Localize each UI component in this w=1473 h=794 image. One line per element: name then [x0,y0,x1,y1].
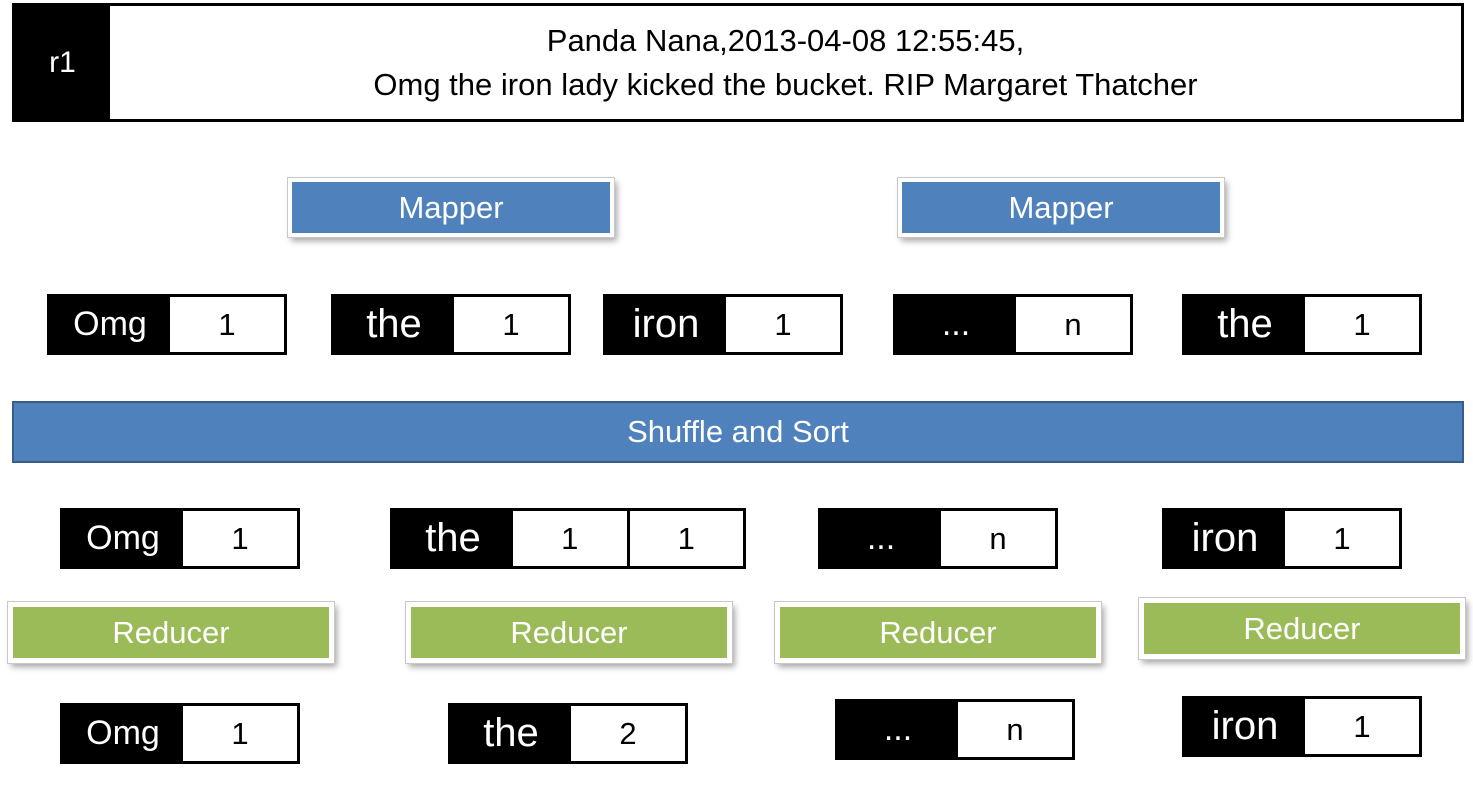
pair-key: Omg [50,297,170,352]
reduce-output-pair: Omg 1 [60,703,300,764]
reducer-box-2: Reducer [405,601,733,664]
pair-key: iron [1185,699,1305,754]
pair-value: 1 [183,511,297,566]
grouped-pair: iron 1 [1162,508,1402,569]
pair-value: n [941,511,1055,566]
pair-value: 1 [183,706,297,761]
pair-value: 1 [1305,297,1419,352]
pair-key: Omg [63,511,183,566]
mapper-box-1: Mapper [287,177,615,238]
record-line-1: Panda Nana,2013-04-08 12:55:45, [546,22,1025,58]
pair-key: the [451,706,571,761]
reducer-box-4: Reducer [1138,597,1466,660]
pair-value: 1 [513,511,627,566]
pair-value: 1 [1305,699,1419,754]
pair-key: the [334,297,454,352]
pair-key: Omg [63,706,183,761]
reduce-output-pair: ... n [835,699,1075,760]
pair-value: n [1016,297,1130,352]
pair-value: 1 [626,511,743,566]
map-output-pair: ... n [893,294,1133,355]
pair-value: 1 [726,297,840,352]
pair-key: iron [1165,511,1285,566]
grouped-pair: the 1 1 [390,508,746,569]
pair-value: 2 [571,706,685,761]
pair-value: n [958,702,1072,757]
pair-value: 1 [170,297,284,352]
reduce-output-pair: the 2 [448,703,688,764]
pair-value: 1 [454,297,568,352]
record-line-2: Omg the iron lady kicked the bucket. RIP… [373,66,1198,102]
reducer-box-1: Reducer [7,601,335,664]
pair-key: ... [838,702,958,757]
reduce-output-pair: iron 1 [1182,696,1422,757]
map-output-pair: Omg 1 [47,294,287,355]
mapper-box-2: Mapper [897,177,1225,238]
grouped-pair: Omg 1 [60,508,300,569]
reducer-box-3: Reducer [774,601,1102,664]
shuffle-and-sort-bar: Shuffle and Sort [12,401,1464,463]
pair-key: the [393,511,513,566]
map-output-pair: iron 1 [603,294,843,355]
pair-key: ... [896,297,1016,352]
map-output-pair: the 1 [1182,294,1422,355]
pair-key: iron [606,297,726,352]
pair-value: 1 [1285,511,1399,566]
grouped-pair: ... n [818,508,1058,569]
pair-key: ... [821,511,941,566]
map-output-pair: the 1 [331,294,571,355]
input-record: r1 Panda Nana,2013-04-08 12:55:45, Omg t… [12,3,1464,122]
pair-key: the [1185,297,1305,352]
record-id: r1 [15,6,110,119]
record-content: Panda Nana,2013-04-08 12:55:45, Omg the … [110,6,1461,119]
